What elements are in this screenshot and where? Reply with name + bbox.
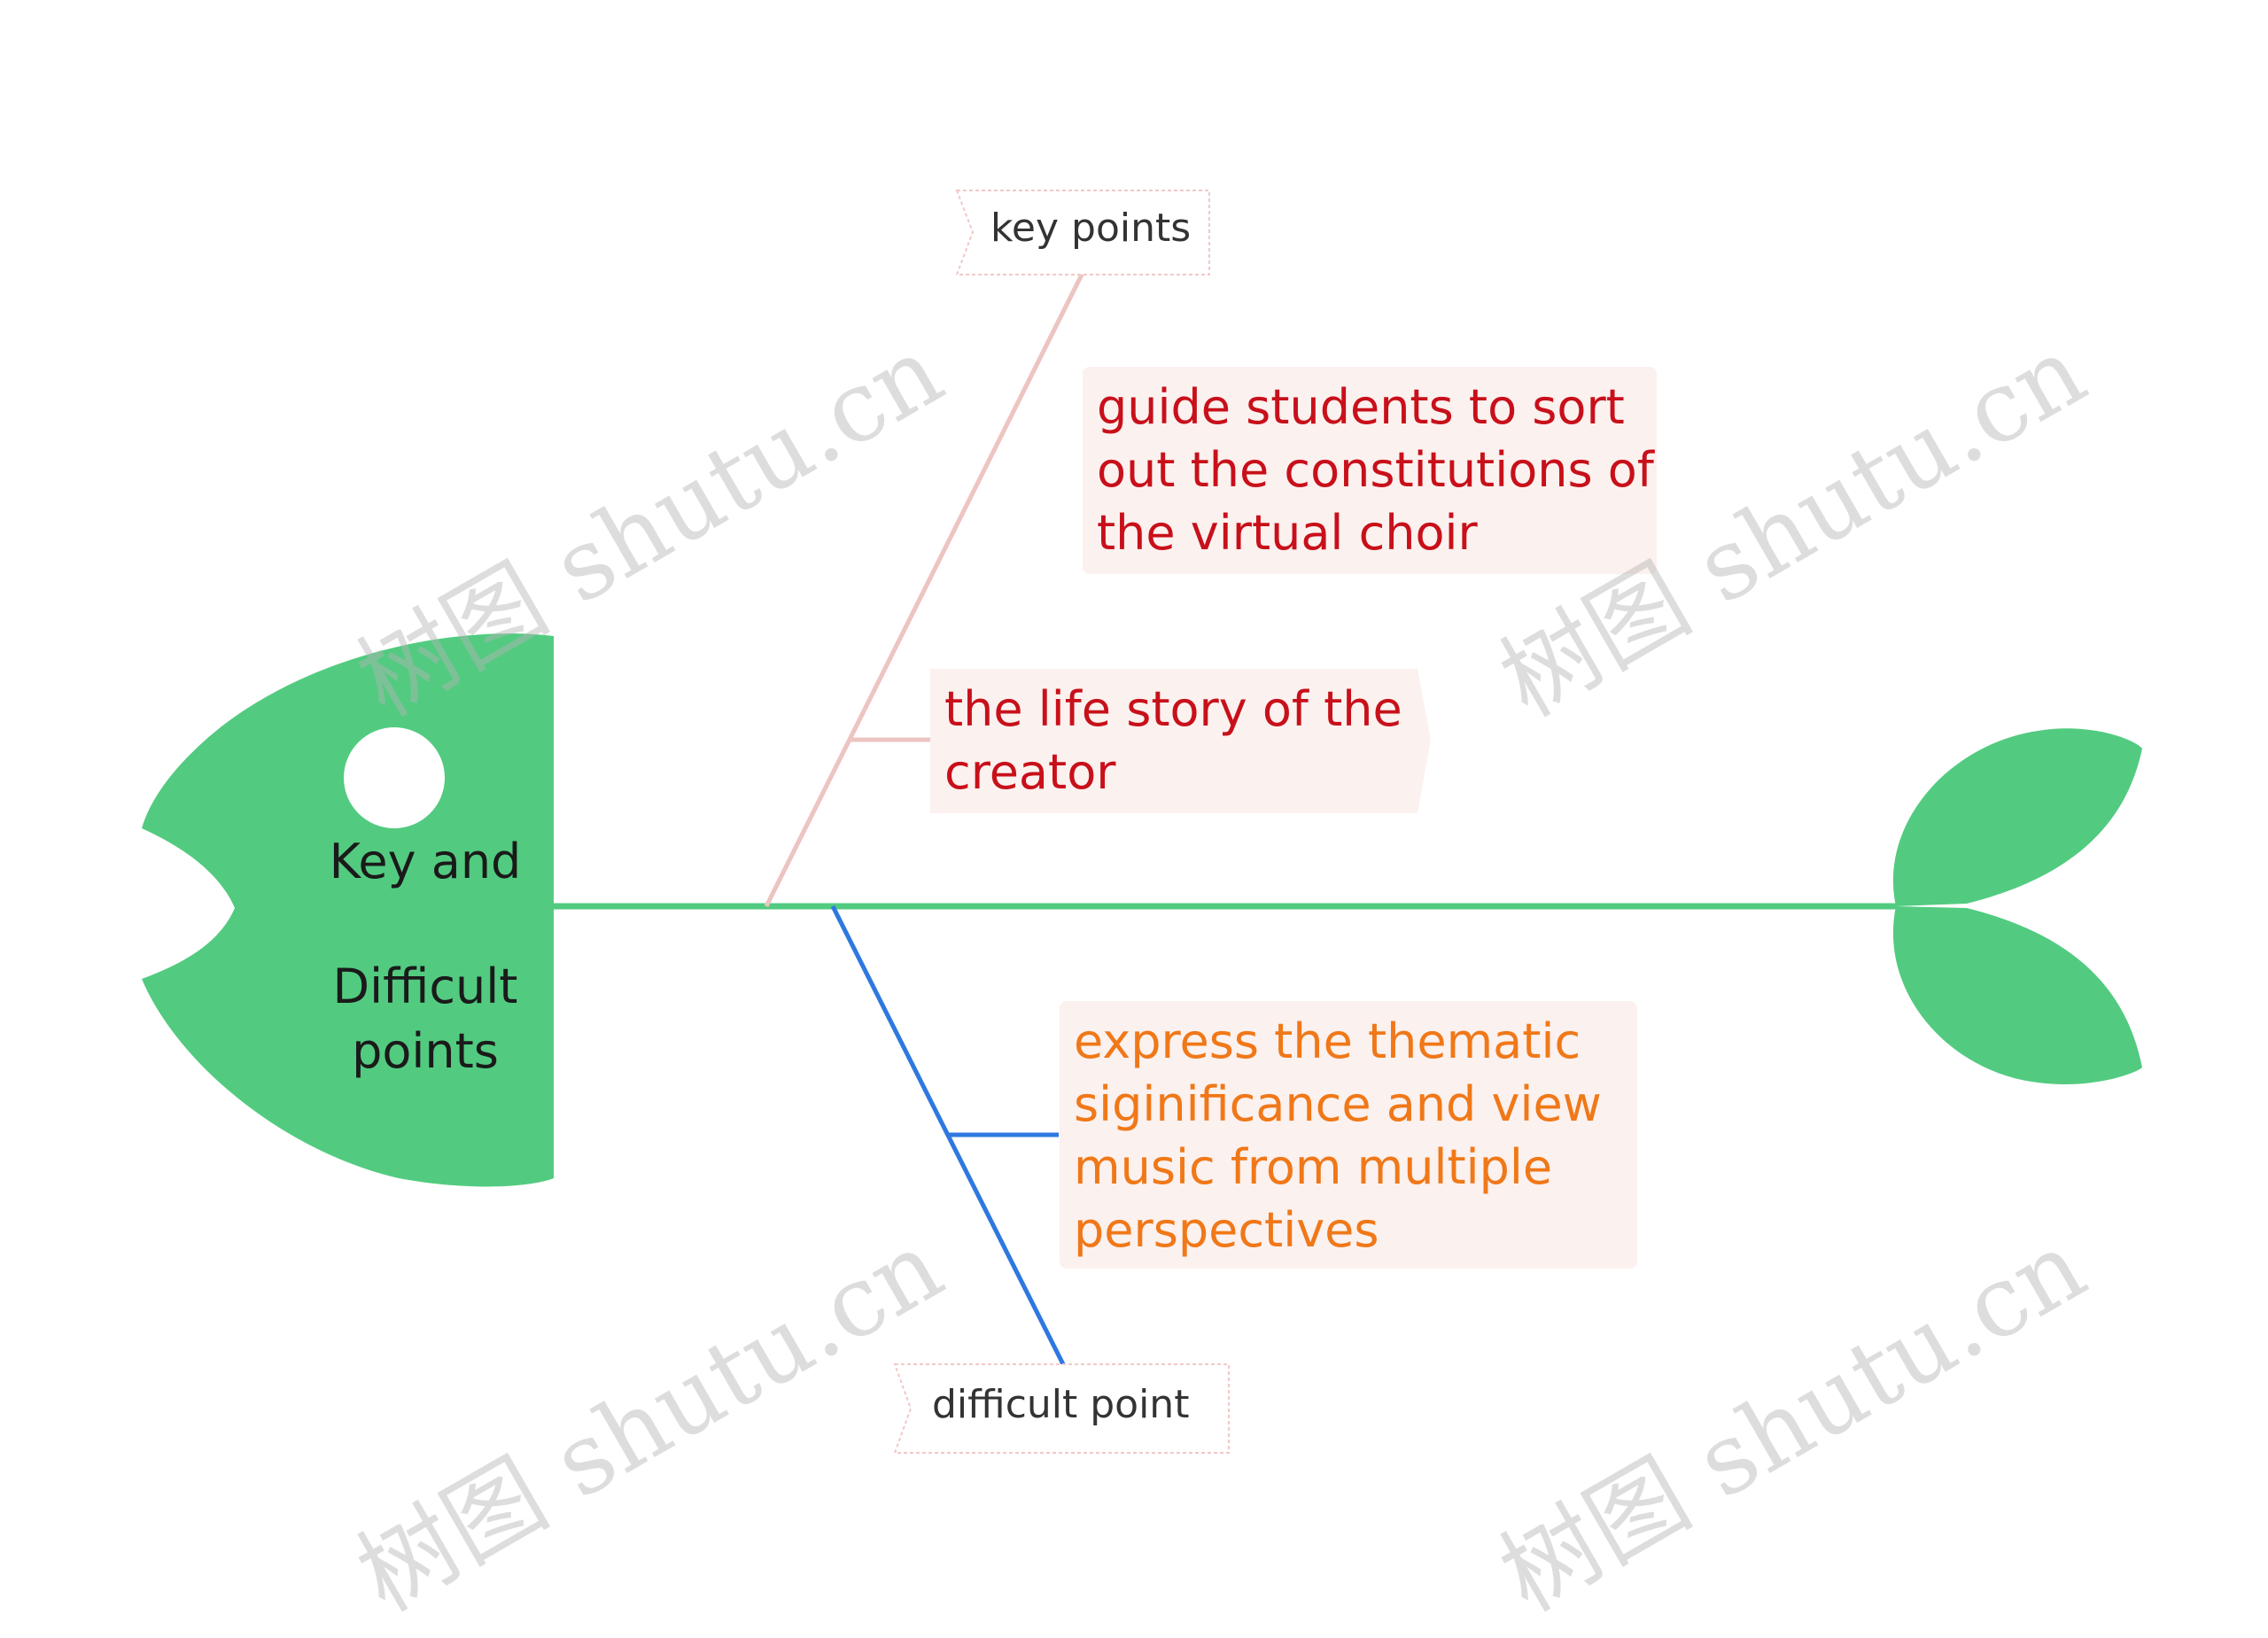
fish-head-shape (142, 633, 554, 1187)
fish-tail-lower (1892, 906, 2142, 1085)
key-points-tag-shape (955, 190, 1210, 276)
key-item-2-line1: the life story of the (944, 681, 1402, 737)
difficult-item-1-line2: siginificance and view (1074, 1076, 1602, 1132)
top-bone-line (764, 271, 1085, 908)
key-item-1-line1: guide students to sort (1097, 379, 1625, 435)
key-item-1-line3: the virtual choir (1097, 505, 1478, 561)
key-item-1-box (1083, 367, 1657, 574)
difficult-item-1-line1: express the thematic (1074, 1013, 1581, 1069)
head-title-line2: Difficult (332, 959, 518, 1014)
key-item-2-line2: creator (944, 744, 1116, 800)
life-story-box-shape (930, 669, 1431, 813)
difficult-item-1-box (1060, 1001, 1637, 1269)
key-points-label: key points (990, 206, 1192, 251)
head-title-line3: points (352, 1023, 499, 1079)
head-title-line1: Key and (329, 834, 522, 889)
difficult-item-1-line3: music from multiple (1074, 1139, 1553, 1195)
fish-eye (344, 727, 445, 828)
difficult-item-1-line4: perspectives (1074, 1202, 1379, 1258)
key-item-1-line2: out the constitutions of (1097, 442, 1654, 498)
difficult-point-tag-shape (893, 1363, 1230, 1454)
fish-tail-upper (1892, 728, 2142, 906)
difficult-point-label: difficult point (932, 1382, 1190, 1427)
